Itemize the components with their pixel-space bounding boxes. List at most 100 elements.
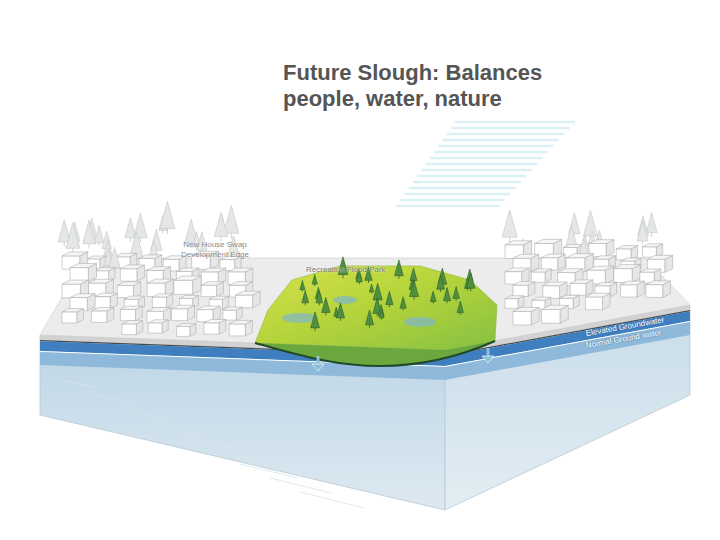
tree-symbol [410,268,417,280]
house-roof [88,279,113,283]
tree-symbol [457,301,463,313]
tree-symbol [365,310,373,325]
sky-beam [434,151,548,154]
tree-symbol [566,226,577,246]
house-front [177,327,190,337]
house-roof [535,239,562,243]
tree-symbol [322,297,330,312]
house-front [541,258,558,270]
house-roof [505,241,532,245]
house-front [201,285,216,297]
house-front [505,299,518,309]
house-roof [640,269,661,272]
house-roof [543,282,567,286]
house-front [171,309,187,321]
house-front [120,309,135,320]
house-front [62,312,77,323]
house-front [148,323,162,333]
house-front [204,323,219,334]
tree-symbol [300,280,305,289]
sky-beam [430,157,543,160]
house-roof [124,296,144,299]
tree-symbol [395,260,404,276]
house-roof [647,255,672,259]
pond [333,296,357,304]
house-roof [147,308,171,312]
development-edge-label: New House Swap Development Edge [176,240,254,260]
tree-symbol [83,220,96,244]
house-roof [87,256,106,259]
house-front [223,310,236,320]
house-roof [197,306,220,310]
house-roof [176,268,199,271]
tree-symbol [637,221,648,241]
house-roof [570,280,593,283]
diagram-title: Future Slough: Balances people, water, n… [283,60,583,112]
water-texture [120,408,166,418]
house-roof [70,264,97,268]
house-front [543,286,560,299]
house-roof [560,295,580,298]
pond [404,317,436,327]
tree-symbol [214,212,227,236]
house-front [174,280,193,294]
sky-beam [421,169,531,172]
infiltration-arrowhead [312,364,324,371]
house-roof [505,268,529,272]
house-roof [177,324,196,327]
water-texture [60,380,100,388]
house-roof [122,321,143,324]
park-section-line [255,341,495,366]
sky-beam [405,193,511,196]
house-front [120,269,137,281]
tree-symbol [502,210,517,237]
tree-symbol [437,275,445,289]
water-texture [90,394,133,403]
house-front [621,285,637,297]
house-roof [117,282,141,286]
house-roof [201,268,226,272]
house-front [570,283,586,295]
tree-symbol [583,210,597,236]
house-roof [115,253,137,256]
house-roof [513,282,535,285]
house-roof [94,268,114,271]
house-roof [148,320,168,323]
ground-block [40,258,690,510]
tree-symbol [443,288,450,301]
house-front [91,311,106,323]
infiltration-arrow [487,348,490,356]
house-roof [564,245,584,248]
sky-beam [426,163,538,166]
sky-beam [455,121,575,124]
house-roof [70,294,95,298]
tree-symbol [316,291,323,303]
tree-symbol [646,213,657,233]
ground-surface [40,258,690,350]
park-section [255,341,495,366]
house-roof [614,265,641,269]
house-front [122,324,136,335]
house-roof [62,309,84,312]
water-texture [270,478,331,493]
tree-symbol [302,290,309,302]
water-texture [240,464,298,478]
house-roof [513,307,539,311]
house-roof [152,294,173,297]
house-front [236,295,253,308]
sky-beam [447,133,565,136]
house-front [94,297,110,309]
house-roof [616,246,637,249]
house-roof [230,282,253,286]
house-roof [531,269,551,272]
flood-park [255,257,497,371]
water-texture [210,450,265,463]
house-front [542,309,560,323]
house-front [646,285,663,298]
house-roof [542,305,569,309]
house-front [152,297,166,308]
house-roof [541,254,565,258]
tree-symbol [94,226,103,243]
house-roof [179,296,198,299]
